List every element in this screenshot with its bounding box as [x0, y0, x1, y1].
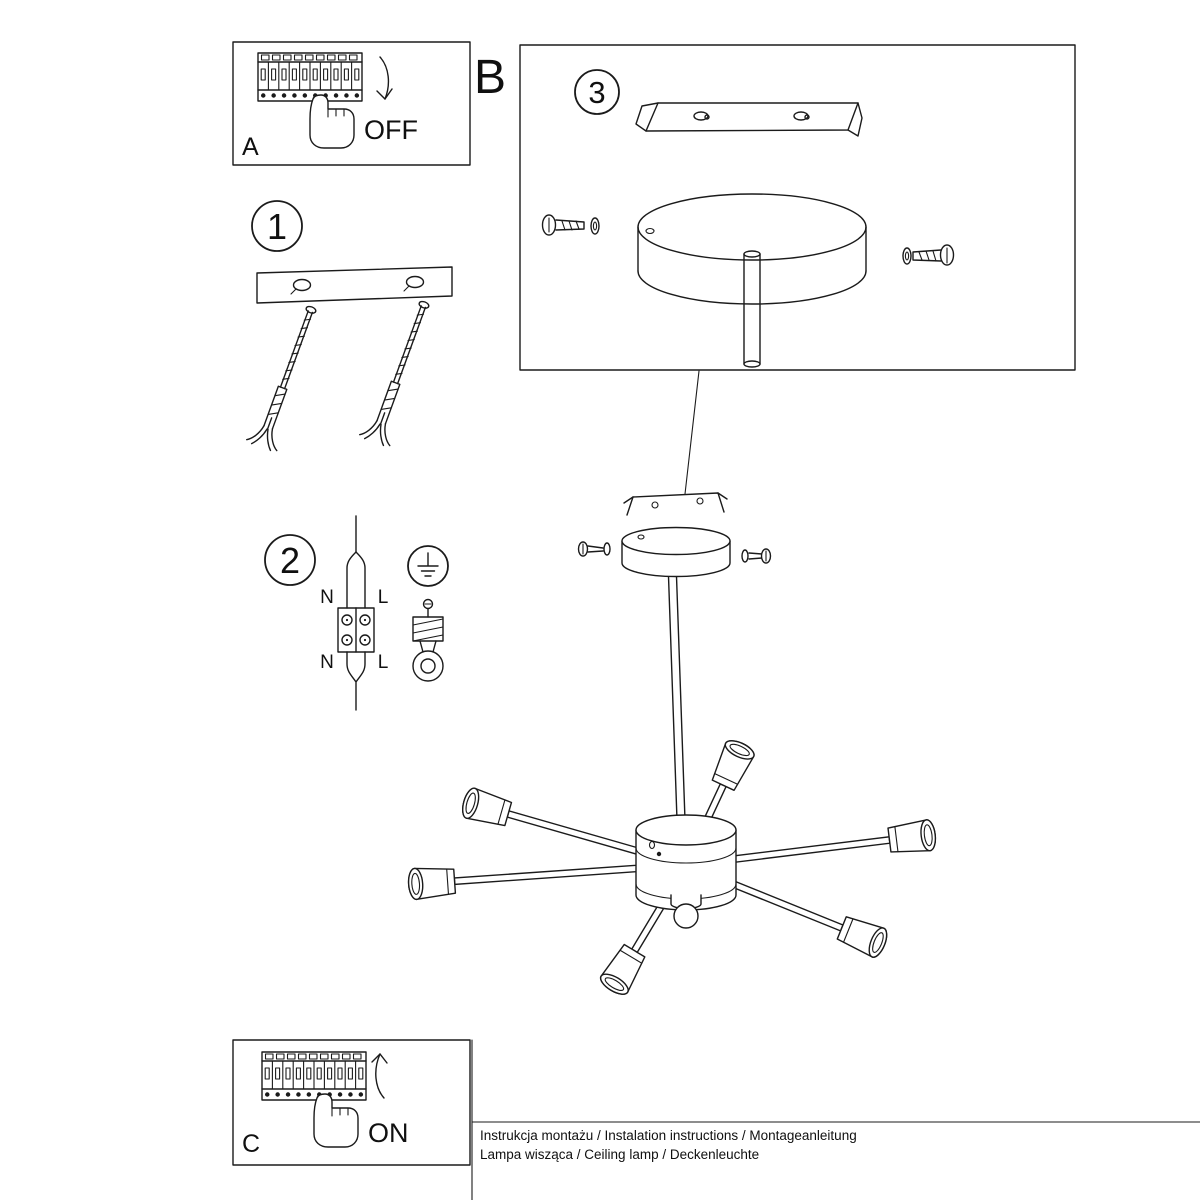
footer: Instrukcja montażu / Instalation instruc… [471, 1039, 1200, 1200]
section-b-label: B [474, 51, 506, 104]
canopy-detail-drawing [637, 193, 867, 368]
earth-symbol-icon [407, 545, 449, 587]
canopy-screw-right [741, 548, 772, 564]
earth-connection-drawing [407, 545, 449, 682]
panel-a-border [232, 41, 471, 166]
fuse-box-c-drawing [262, 1052, 366, 1147]
wire-label-n-bottom: N [320, 652, 334, 673]
step1-badge-circle [251, 200, 303, 252]
detail-screw-left [541, 214, 600, 236]
wire-label-l-bottom: L [378, 652, 389, 673]
footer-line-1: Instrukcja montażu / Instalation instruc… [480, 1128, 857, 1143]
step2-badge-circle [264, 534, 316, 586]
step3-panel: 3 [519, 44, 1076, 371]
step1-number: 1 [267, 206, 287, 247]
ceiling-bracket-drawing [623, 492, 728, 516]
canopy-drawing [621, 526, 731, 578]
footer-line-2: Lampa wisząca / Ceiling lamp / Deckenleu… [480, 1147, 759, 1162]
panel-c-label: C [242, 1130, 260, 1158]
down-rod-drawing [667, 561, 686, 821]
canopy-screw-left [577, 541, 611, 557]
off-label: OFF [364, 115, 418, 145]
mounting-strip-drawing [256, 266, 453, 304]
mounting-bracket-drawing [635, 102, 863, 137]
lamp-arm-right [702, 818, 938, 867]
panel-a-label: A [242, 133, 259, 161]
step3-border [519, 44, 1076, 371]
panel-c: C ON [232, 1039, 471, 1166]
detail-screw-right [902, 244, 955, 266]
step1-section: 1 [245, 200, 453, 454]
wiring-diagram-drawing [337, 515, 375, 711]
panel-c-border [232, 1039, 471, 1166]
wire-label-l-top: L [378, 587, 389, 608]
step2-section: 2 N L N L [264, 515, 449, 711]
step2-number: 2 [280, 540, 300, 581]
hub-drawing [635, 814, 737, 929]
finial-ball [673, 903, 699, 929]
lamp-assembly-drawing [406, 492, 938, 999]
fuse-box-a-drawing [258, 53, 362, 148]
step3-badge-circle [574, 69, 620, 115]
lamp-arm-left [406, 862, 669, 901]
wire-label-n-top: N [320, 587, 334, 608]
off-arrow-icon [376, 56, 393, 100]
wall-anchor-right-drawing [358, 295, 441, 449]
step3-number: 3 [588, 75, 605, 110]
on-label: ON [368, 1118, 409, 1148]
leader-line [684, 370, 700, 495]
wall-anchor-left-drawing [245, 300, 328, 454]
on-arrow-icon [371, 1053, 388, 1099]
panel-a: A OFF [232, 41, 471, 166]
